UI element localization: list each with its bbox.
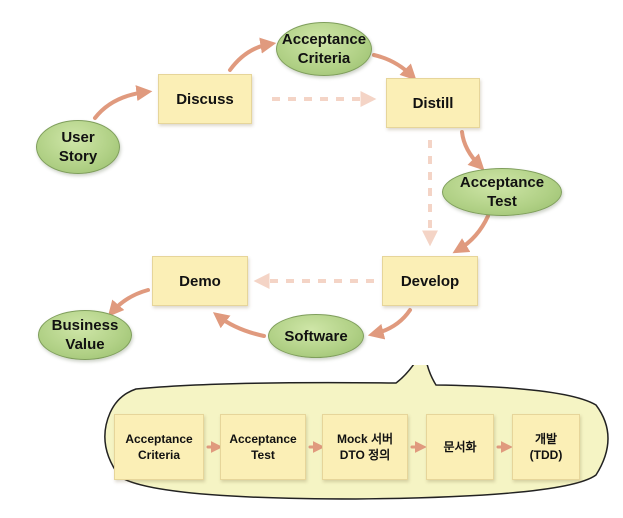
node-acceptance-test: Acceptance Test bbox=[442, 168, 562, 216]
node-user-story: User Story bbox=[36, 120, 120, 174]
step-acceptance-test: Acceptance Test bbox=[220, 414, 306, 480]
node-demo: Demo bbox=[152, 256, 248, 306]
node-software: Software bbox=[268, 314, 364, 358]
node-business-value-label: Business Value bbox=[51, 317, 119, 353]
node-distill: Distill bbox=[386, 78, 480, 128]
node-acceptance-criteria-label: Acceptance Criteria bbox=[281, 31, 367, 67]
node-develop-label: Develop bbox=[400, 272, 460, 290]
node-business-value: Business Value bbox=[38, 310, 132, 360]
arrow-develop-software bbox=[367, 308, 412, 340]
node-discuss: Discuss bbox=[158, 74, 252, 124]
node-demo-label: Demo bbox=[179, 272, 221, 290]
arrow-distill-test bbox=[460, 130, 485, 171]
step-acceptance-criteria: Acceptance Criteria bbox=[114, 414, 204, 480]
step-development-tdd: 개발 (TDD) bbox=[512, 414, 580, 480]
node-software-label: Software bbox=[284, 327, 348, 345]
step-documentation: 문서화 bbox=[426, 414, 494, 480]
node-user-story-label: User Story bbox=[58, 129, 98, 165]
arrow-software-demo bbox=[212, 312, 266, 338]
node-acceptance-criteria: Acceptance Criteria bbox=[276, 22, 372, 76]
arrow-demo-value bbox=[107, 288, 150, 317]
arrow-test-develop bbox=[452, 214, 490, 254]
step-mock-server-dto: Mock 서버 DTO 정의 bbox=[322, 414, 408, 480]
arrow-userstory-discuss bbox=[93, 85, 153, 120]
arrow-criteria-distill bbox=[372, 53, 417, 81]
step-acceptance-test-label: Acceptance Test bbox=[229, 432, 297, 462]
arrow-discuss-criteria bbox=[228, 37, 277, 72]
step-acceptance-criteria-label: Acceptance Criteria bbox=[125, 432, 193, 462]
step-mock-server-dto-label: Mock 서버 DTO 정의 bbox=[336, 432, 394, 462]
step-documentation-label: 문서화 bbox=[443, 440, 477, 454]
node-develop: Develop bbox=[382, 256, 478, 306]
node-distill-label: Distill bbox=[412, 94, 454, 112]
node-discuss-label: Discuss bbox=[176, 90, 234, 108]
step-development-tdd-label: 개발 (TDD) bbox=[529, 432, 563, 462]
node-acceptance-test-label: Acceptance Test bbox=[459, 174, 545, 210]
